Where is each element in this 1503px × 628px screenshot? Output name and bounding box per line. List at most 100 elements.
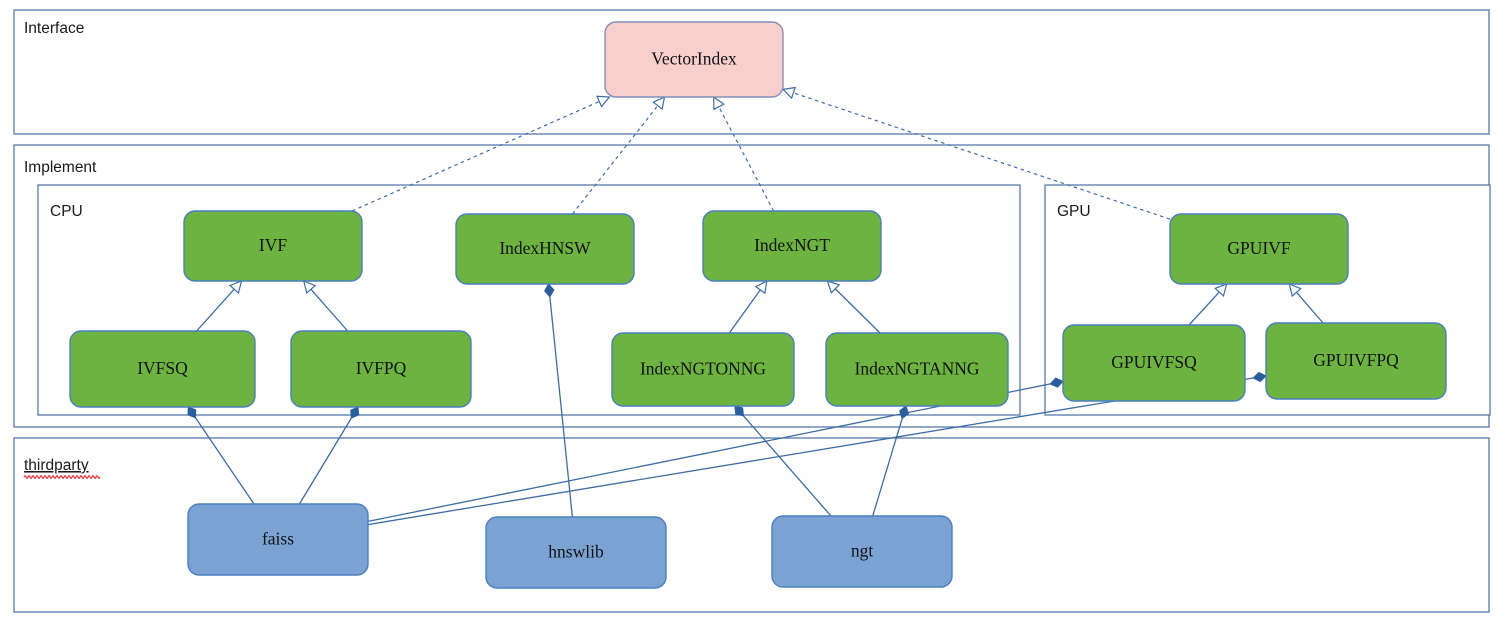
node-label-gpuivfsq: GPUIVFSQ (1111, 352, 1197, 372)
node-label-indexngtanng: IndexNGTANNG (855, 359, 980, 379)
node-box-ivfsq[interactable] (69, 330, 256, 408)
edge-ivf-to-vectorindex (351, 95, 611, 212)
edge-gpuivfsq-to-gpuivf (1188, 283, 1228, 326)
edge-line (793, 92, 1171, 220)
group-label-gpu: GPU (1057, 203, 1091, 220)
edge-faiss-to-gpuivfpq (367, 371, 1267, 526)
composition-diamond-marker (187, 406, 197, 419)
node-box-indexngt[interactable] (702, 210, 882, 282)
edge-gpuivfpq-to-gpuivf (1288, 283, 1324, 324)
edge-faiss-to-gpuivfsq (367, 377, 1064, 523)
node-label-indexngtonng: IndexNGTONNG (640, 359, 766, 379)
node-label-faiss: faiss (262, 529, 294, 549)
node-box-hnswlib[interactable] (485, 516, 667, 589)
node-gpuivfpq[interactable]: GPUIVFPQ (1265, 322, 1447, 400)
inheritance-arrow-marker (826, 280, 841, 294)
inheritance-arrow-marker (596, 95, 611, 108)
node-box-gpuivf[interactable] (1169, 213, 1349, 285)
edge-faiss-to-ivfsq (187, 406, 255, 505)
node-indexngt[interactable]: IndexNGT (702, 210, 882, 282)
inheritance-arrow-marker (754, 279, 768, 295)
edge-line (834, 288, 881, 334)
node-box-gpuivfpq[interactable] (1265, 322, 1447, 400)
node-label-indexhnsw: IndexHNSW (499, 238, 591, 258)
composition-diamond-marker (1049, 377, 1064, 388)
composition-diamond-marker (899, 405, 910, 420)
node-box-faiss[interactable] (187, 503, 369, 576)
node-label-indexngt: IndexNGT (754, 235, 830, 255)
edge-ngt-to-indexngtanng (872, 405, 910, 517)
edge-line (549, 296, 574, 518)
composition-diamond-marker (1252, 371, 1267, 383)
node-label-ivf: IVF (259, 235, 287, 255)
edge-line (367, 377, 1254, 526)
edge-line (367, 383, 1051, 523)
edge-line (196, 288, 235, 332)
node-label-gpuivfpq: GPUIVFPQ (1313, 350, 1399, 370)
spellcheck-squiggle-thirdparty (23, 475, 101, 479)
node-indexhnsw[interactable]: IndexHNSW (455, 213, 635, 285)
node-box-ivfpq[interactable] (290, 330, 472, 408)
node-indexngtanng[interactable]: IndexNGTANNG (825, 332, 1009, 407)
node-label-gpuivf: GPUIVF (1227, 238, 1290, 258)
node-box-gpuivfsq[interactable] (1062, 324, 1246, 402)
relationship-edges (187, 86, 1324, 526)
edge-line (298, 417, 352, 505)
group-label-thirdparty: thirdparty (24, 457, 89, 474)
edge-line (728, 289, 761, 334)
node-box-indexngtonng[interactable] (611, 332, 795, 407)
group-label-implement: Implement (24, 159, 97, 176)
node-gpuivfsq[interactable]: GPUIVFSQ (1062, 324, 1246, 402)
inheritance-arrow-marker (713, 95, 725, 111)
node-ivfpq[interactable]: IVFPQ (290, 330, 472, 408)
edge-line (872, 418, 903, 517)
node-hnswlib[interactable]: hnswlib (485, 516, 667, 589)
inheritance-arrow-marker (1288, 283, 1302, 298)
node-indexngtonng[interactable]: IndexNGTONNG (611, 332, 795, 407)
group-label-cpu: CPU (50, 203, 83, 220)
composition-diamond-marker (350, 406, 360, 419)
node-label-ivfsq: IVFSQ (137, 358, 188, 378)
edge-indexngtanng-to-indexngt (826, 280, 881, 334)
node-box-ngt[interactable] (771, 515, 953, 588)
edge-indexngtonng-to-indexngt (728, 279, 768, 334)
edge-gpuivf-to-vectorindex (781, 86, 1171, 220)
edge-line (194, 417, 255, 505)
inheritance-arrow-marker (652, 95, 666, 111)
inheritance-arrow-marker (1214, 283, 1228, 297)
composition-diamond-marker (734, 405, 745, 417)
node-label-ngt: ngt (851, 541, 874, 561)
node-box-vectorindex[interactable] (604, 21, 784, 98)
edge-line (718, 106, 775, 212)
node-ivfsq[interactable]: IVFSQ (69, 330, 256, 408)
edge-indexhnsw-to-vectorindex (572, 95, 666, 215)
inheritance-arrow-marker (302, 280, 317, 295)
edge-ngt-to-indexngtonng (734, 405, 832, 517)
node-box-indexngtanng[interactable] (825, 332, 1009, 407)
edge-ivfsq-to-ivf (196, 280, 243, 332)
composition-diamond-marker (544, 283, 555, 298)
node-ivf[interactable]: IVF (183, 210, 363, 282)
node-label-ivfpq: IVFPQ (356, 358, 407, 378)
node-faiss[interactable]: faiss (187, 503, 369, 576)
node-box-indexhnsw[interactable] (455, 213, 635, 285)
edge-line (351, 100, 600, 212)
edge-indexngt-to-vectorindex (713, 95, 775, 212)
node-label-hnswlib: hnswlib (548, 542, 604, 562)
group-label-interface: Interface (24, 20, 84, 37)
node-label-vectorindex: VectorIndex (651, 49, 737, 69)
edge-line (1188, 291, 1220, 326)
edge-ivfpq-to-ivf (302, 280, 349, 332)
edge-line (742, 415, 832, 517)
node-gpuivf[interactable]: GPUIVF (1169, 213, 1349, 285)
node-vectorindex[interactable]: VectorIndex (604, 21, 784, 98)
edge-line (572, 105, 659, 215)
node-ngt[interactable]: ngt (771, 515, 953, 588)
edge-line (1296, 291, 1324, 324)
inheritance-arrow-marker (228, 280, 243, 295)
inheritance-arrow-marker (781, 86, 797, 100)
edge-line (310, 288, 349, 332)
node-box-ivf[interactable] (183, 210, 363, 282)
